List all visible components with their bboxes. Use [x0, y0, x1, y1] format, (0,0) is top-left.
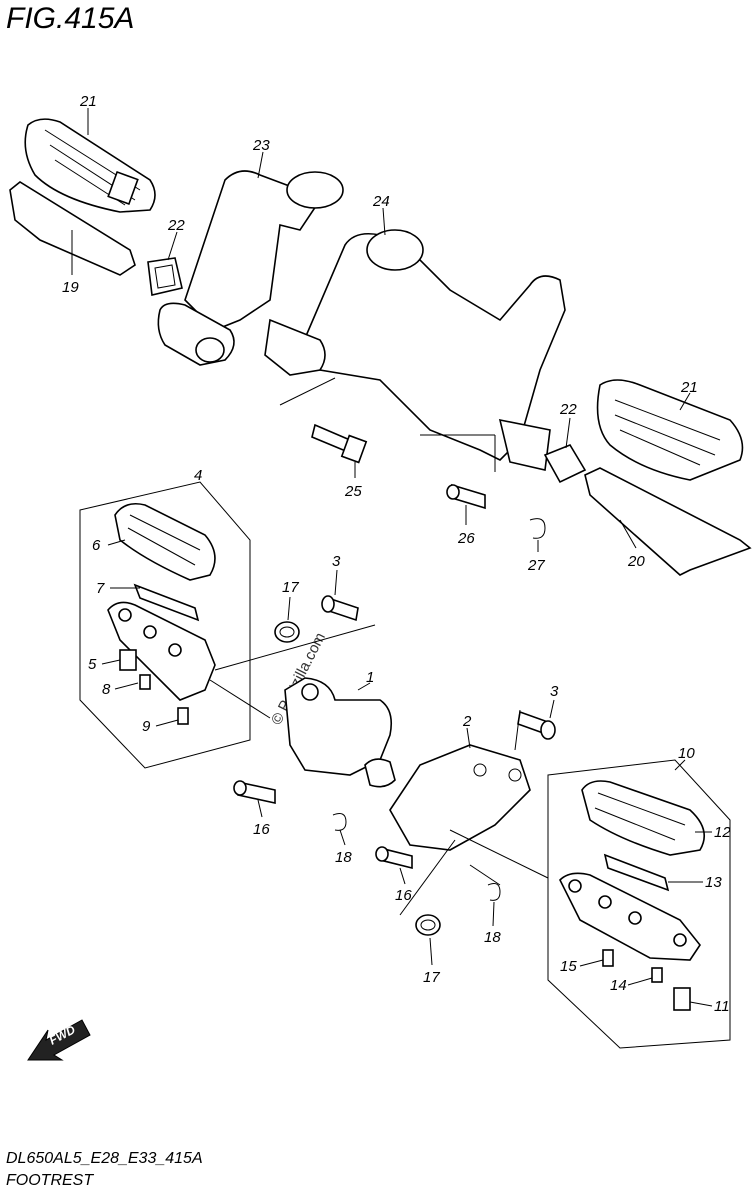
- part-18-clip-left: [332, 813, 347, 831]
- part-9-bolt: [177, 707, 189, 725]
- callout-25: 25: [344, 483, 362, 500]
- callout-18-right: 18: [484, 929, 501, 946]
- part-peg-right: [559, 872, 701, 961]
- part-5-nut: [119, 649, 137, 671]
- callout-10: 10: [678, 745, 695, 762]
- part-26-pin: [446, 483, 486, 510]
- part-11-nut: [673, 987, 691, 1011]
- part-22-washer-right: [543, 444, 587, 484]
- part-19-plate: [9, 181, 136, 276]
- callout-5: 5: [88, 656, 97, 673]
- callout-22-left: 22: [167, 217, 185, 234]
- assembly-4-box: [79, 481, 251, 769]
- part-13-plate: [603, 853, 670, 892]
- leader-lines: [71, 108, 713, 1007]
- part-16-pin-left: [233, 780, 276, 804]
- callout-16-left: 16: [253, 821, 270, 838]
- part-23-bracket: [157, 170, 344, 366]
- callout-26: 26: [457, 530, 475, 547]
- callout-24: 24: [372, 193, 390, 210]
- callout-17-top: 17: [282, 579, 299, 596]
- part-25-bolt: [311, 423, 368, 464]
- part-14-bolt: [651, 967, 663, 983]
- part-20-plate: [584, 467, 752, 576]
- part-17-spring-bottom: [415, 914, 441, 936]
- figure-name: FOOTREST: [6, 1172, 94, 1189]
- part-24-bracket: [264, 229, 566, 471]
- callout-2: 2: [462, 713, 472, 730]
- part-15-bolt: [602, 949, 614, 967]
- fwd-arrow: FWD: [27, 1019, 91, 1061]
- part-21-right-rubber: [596, 379, 744, 481]
- callout-15: 15: [560, 958, 577, 975]
- part-27-clip: [529, 518, 546, 539]
- callout-12: 12: [714, 824, 731, 841]
- callout-11: 11: [714, 998, 730, 1015]
- callout-4: 4: [194, 467, 202, 484]
- callout-17-bottom: 17: [423, 969, 440, 986]
- callout-8: 8: [102, 681, 111, 698]
- callout-1: 1: [366, 669, 374, 686]
- part-6-rubber: [114, 502, 216, 581]
- callout-21-right: 21: [680, 379, 698, 396]
- part-7-plate: [133, 583, 200, 622]
- part-21-left-rubber: [24, 118, 156, 213]
- part-17-spring-top: [274, 621, 300, 643]
- callout-13: 13: [705, 874, 722, 891]
- part-18-clip-right: [487, 883, 501, 901]
- model-code: DL650AL5_E28_E33_415A: [6, 1150, 203, 1167]
- callout-21-left: 21: [79, 93, 97, 110]
- callout-6: 6: [92, 537, 101, 554]
- part-8-bolt: [139, 674, 151, 690]
- figure-title: FIG.415A: [6, 2, 135, 35]
- part-22-washer-left: [147, 257, 183, 296]
- part-2-bracket: [389, 744, 531, 851]
- part-16-pin-right: [375, 846, 413, 870]
- callout-16-right: 16: [395, 887, 412, 904]
- callouts: 21 19 22 23 24 25 26 22 21 27 20 4 6 7 5…: [62, 93, 731, 1015]
- part-3-bolt-right: [517, 710, 556, 740]
- callout-27: 27: [527, 557, 545, 574]
- callout-9: 9: [142, 718, 151, 735]
- assembly-10-box: [547, 759, 731, 1049]
- callout-23: 23: [252, 137, 270, 154]
- part-1-bracket: [284, 677, 396, 788]
- part-12-rubber: [581, 780, 706, 856]
- callout-3-top: 3: [332, 553, 341, 570]
- callout-3-right: 3: [550, 683, 559, 700]
- callout-14: 14: [610, 977, 627, 994]
- callout-19: 19: [62, 279, 79, 296]
- callout-22-right: 22: [559, 401, 577, 418]
- part-peg-left: [107, 601, 216, 701]
- part-3-bolt-top: [321, 595, 359, 622]
- callout-18-left: 18: [335, 849, 352, 866]
- callout-20: 20: [627, 553, 645, 570]
- callout-7: 7: [96, 580, 105, 597]
